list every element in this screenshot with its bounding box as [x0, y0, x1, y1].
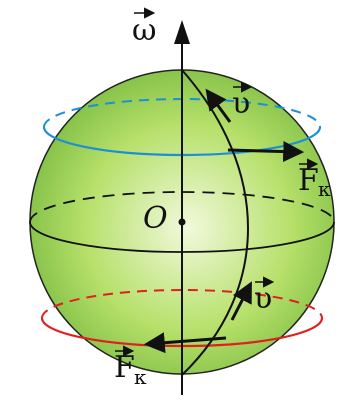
- coriolis-label-north-sub: к: [318, 177, 331, 201]
- velocity-label-south-group: υ: [254, 276, 275, 316]
- omega-label-group: ω: [132, 7, 156, 48]
- coriolis-label-south-sub: к: [134, 365, 147, 389]
- velocity-label-south: υ: [254, 281, 272, 316]
- coriolis-label-south: F: [114, 350, 135, 385]
- origin-label: O: [143, 201, 168, 236]
- coriolis-label-north: F: [298, 163, 319, 198]
- coriolis-label-south-group: F к: [114, 345, 147, 389]
- velocity-arrow-south: [230, 281, 252, 321]
- axis-arrowhead: [174, 20, 190, 44]
- coriolis-label-north-group: F к: [298, 158, 331, 201]
- origin-point: [178, 218, 186, 226]
- coriolis-arrow-north: [227, 141, 305, 163]
- coriolis-arrow-south: [143, 332, 227, 354]
- velocity-label-north: υ: [232, 86, 250, 121]
- omega-label: ω: [132, 13, 156, 48]
- velocity-arrow-north: [205, 88, 232, 123]
- velocity-label-north-group: υ: [232, 81, 253, 121]
